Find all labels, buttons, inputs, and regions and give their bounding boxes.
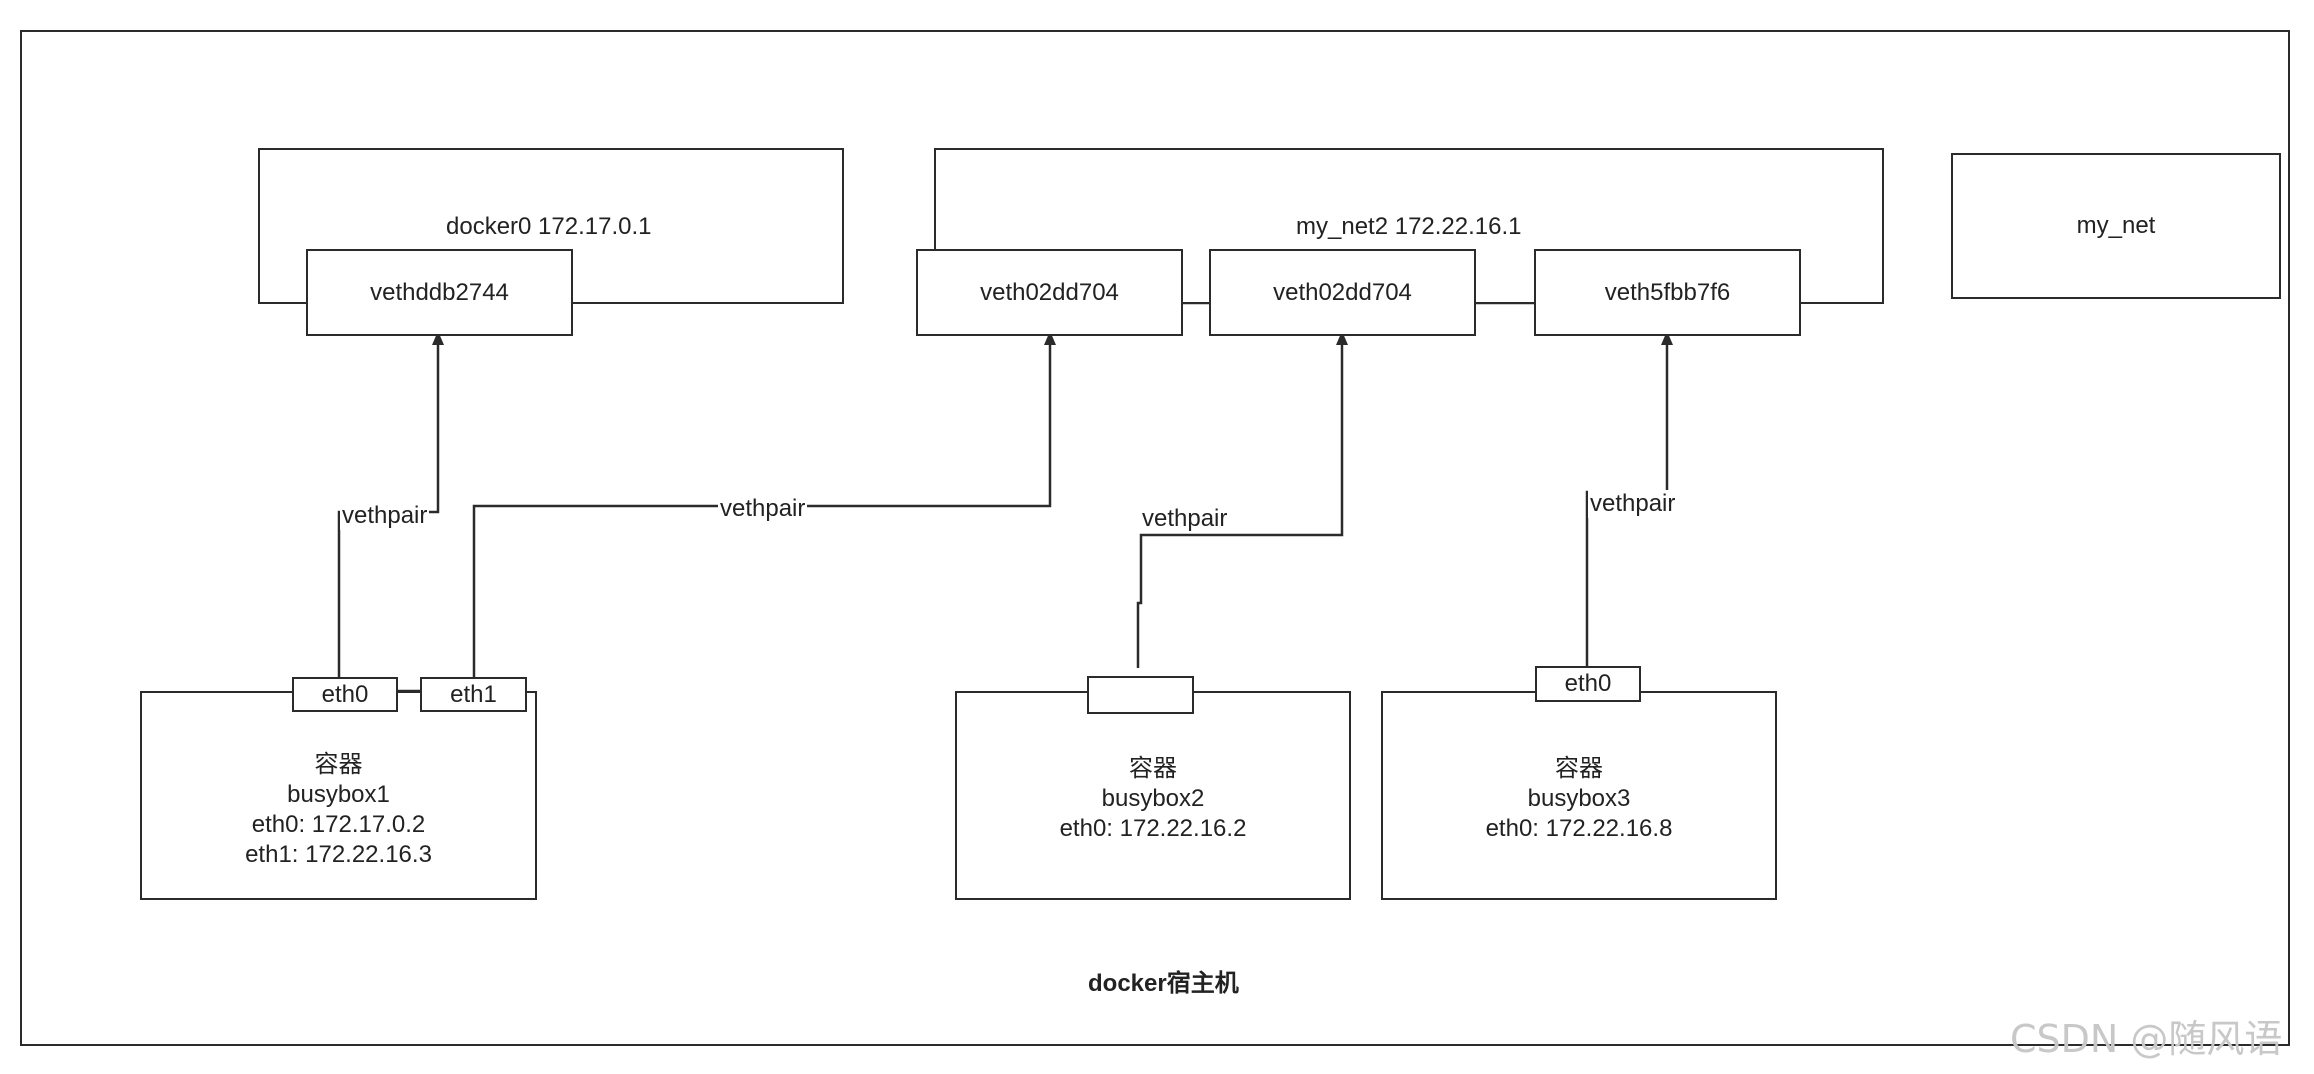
container-name: busybox1: [287, 780, 390, 808]
container-busybox3[interactable]: 容器 busybox3 eth0: 172.22.16.8: [1381, 691, 1777, 900]
container-ip-eth0: eth0: 172.22.16.8: [1485, 814, 1673, 842]
vethpair-label-busybox1-eth1: vethpair: [718, 495, 808, 523]
container-name: busybox2: [1101, 784, 1205, 812]
container-busybox1[interactable]: 容器 busybox1 eth0: 172.17.0.2 eth1: 172.2…: [140, 691, 537, 900]
link-busybox2-eth0: [1136, 331, 1348, 668]
vethpair-label-busybox1-eth0: vethpair: [340, 502, 430, 530]
container-ip-eth0: eth0: 172.17.0.2: [251, 810, 426, 838]
container-kind-label: 容器: [1129, 754, 1177, 782]
container-ip-eth1: eth1: 172.22.16.3: [245, 840, 432, 868]
container-kind-label: 容器: [1555, 754, 1603, 782]
busybox1-eth1-port[interactable]: eth1: [420, 677, 527, 712]
vethpair-label-busybox3: vethpair: [1588, 490, 1678, 518]
veth-docker0[interactable]: vethddb2744: [306, 249, 573, 336]
my-net2-bridge-label: my_net2 172.22.16.1: [1296, 213, 1522, 240]
docker0-bridge-label: docker0 172.17.0.1: [446, 213, 652, 240]
my-net-bridge[interactable]: my_net: [1951, 153, 2281, 299]
csdn-watermark: CSDN @随风语: [2010, 1017, 2283, 1061]
container-name: busybox3: [1527, 784, 1631, 812]
veth-my-net2-b[interactable]: veth02dd704: [1209, 249, 1476, 336]
vethpair-label-busybox2: vethpair: [1140, 505, 1230, 533]
busybox1-eth0-port[interactable]: eth0: [292, 677, 398, 712]
busybox3-eth0-port[interactable]: eth0: [1535, 666, 1641, 702]
container-kind-label: 容器: [314, 750, 363, 778]
busybox2-eth0-port[interactable]: [1087, 676, 1194, 714]
veth-my-net2-c[interactable]: veth5fbb7f6: [1534, 249, 1801, 336]
docker-host-title: docker宿主机: [1088, 970, 1239, 997]
veth-my-net2-a[interactable]: veth02dd704: [916, 249, 1183, 336]
container-busybox2[interactable]: 容器 busybox2 eth0: 172.22.16.2: [955, 691, 1351, 900]
container-ip-eth0: eth0: 172.22.16.2: [1059, 814, 1247, 842]
